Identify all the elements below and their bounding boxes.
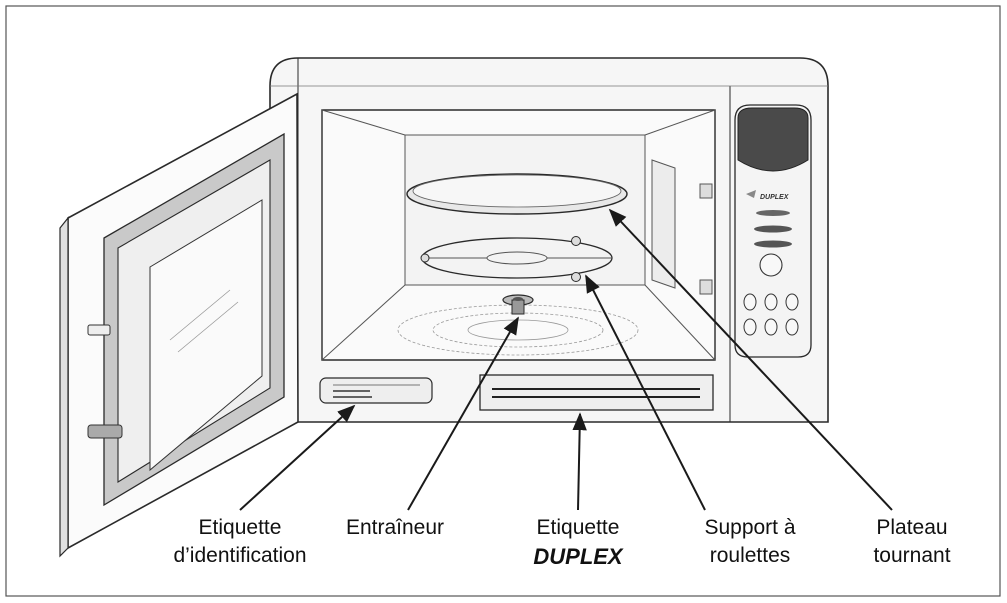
panel-logo-icon xyxy=(746,190,756,198)
arrow-turntable xyxy=(608,208,893,511)
panel-button xyxy=(754,225,792,233)
arrow-roller xyxy=(585,274,706,511)
panel-key xyxy=(743,318,757,336)
drive-coupler xyxy=(502,294,534,315)
label-duplex-brand: DUPLEX xyxy=(533,544,624,569)
door-window xyxy=(149,199,263,472)
label-turntable-line2: tournant xyxy=(873,544,950,567)
label-identification-line2: d’identification xyxy=(173,544,306,567)
panel-key xyxy=(764,293,778,311)
panel-button xyxy=(754,240,792,248)
label-duplex-line1: Etiquette xyxy=(537,516,620,539)
roller-support xyxy=(420,236,613,282)
arrow-drive xyxy=(407,316,519,511)
panel-brand-text: DUPLEX xyxy=(760,194,790,201)
label-identification-line1: Etiquette xyxy=(199,516,282,539)
display-window xyxy=(737,107,809,172)
arrow-identification xyxy=(239,404,356,511)
microwave-door xyxy=(59,92,299,558)
panel-key xyxy=(785,318,799,336)
duplex-label-plate xyxy=(479,374,714,411)
turntable-plate xyxy=(406,173,628,215)
label-roller-line1: Support à xyxy=(704,516,795,539)
identification-plate xyxy=(319,377,433,404)
door-hook xyxy=(87,424,123,439)
cavity xyxy=(321,109,716,361)
control-panel: DUPLEX xyxy=(734,104,812,358)
leader-lines xyxy=(239,208,893,511)
panel-button xyxy=(756,210,790,216)
frame-border xyxy=(5,5,1001,597)
panel-key xyxy=(764,318,778,336)
label-roller-line2: roulettes xyxy=(710,544,791,567)
door-hook xyxy=(87,324,111,336)
label-drive: Entraîneur xyxy=(346,516,444,539)
arrow-duplex xyxy=(572,412,587,511)
panel-key xyxy=(785,293,799,311)
panel-dial xyxy=(759,253,783,277)
label-turntable-line1: Plateau xyxy=(876,516,947,539)
panel-key xyxy=(743,293,757,311)
